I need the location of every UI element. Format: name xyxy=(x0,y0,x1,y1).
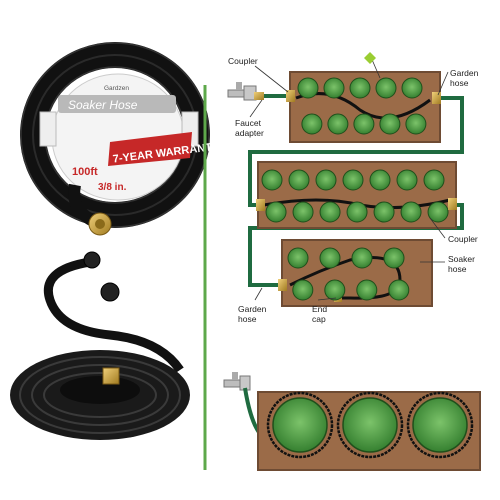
plant xyxy=(297,77,319,99)
label-coupler-top: Coupler xyxy=(228,56,258,66)
raised-bed-bottom xyxy=(257,391,481,471)
plant xyxy=(427,201,449,223)
plant xyxy=(292,201,314,223)
plant xyxy=(349,77,371,99)
plant xyxy=(400,201,422,223)
plant xyxy=(265,201,287,223)
plant xyxy=(396,169,418,191)
plant xyxy=(405,113,427,135)
coupler-5 xyxy=(278,279,287,291)
plant xyxy=(315,169,337,191)
coupler-1 xyxy=(286,90,295,102)
coupler-2 xyxy=(432,92,441,104)
plant xyxy=(351,247,373,269)
plant xyxy=(327,113,349,135)
plant xyxy=(319,247,341,269)
label-coupler-right: Coupler xyxy=(448,234,478,244)
plant xyxy=(301,113,323,135)
coupler-3 xyxy=(256,199,265,211)
plant xyxy=(379,113,401,135)
coupler-4 xyxy=(448,198,457,210)
plant xyxy=(324,279,346,301)
label-faucet-adapter-line1: Faucet xyxy=(235,118,262,128)
plant xyxy=(292,279,314,301)
coiled-hose-photo xyxy=(10,251,190,440)
label-faucet-adapter: Faucet adapter xyxy=(235,118,264,138)
plant xyxy=(346,201,368,223)
faucet-bottom xyxy=(223,372,251,391)
plant xyxy=(353,113,375,135)
plant xyxy=(369,169,391,191)
plant xyxy=(356,279,378,301)
label-faucet-adapter-line2: adapter xyxy=(235,128,264,138)
plant xyxy=(423,169,445,191)
plant xyxy=(323,77,345,99)
plant xyxy=(388,279,410,301)
plant xyxy=(287,247,309,269)
plant xyxy=(319,201,341,223)
plant xyxy=(288,169,310,191)
hose-reel-photo xyxy=(20,42,210,236)
plant xyxy=(373,201,395,223)
length-text: 100ft xyxy=(72,166,98,178)
garden-hose-1 xyxy=(248,96,464,207)
diameter-text: 3/8 in. xyxy=(98,182,127,193)
plant xyxy=(383,247,405,269)
plant xyxy=(261,169,283,191)
plant xyxy=(401,77,423,99)
product-title: Soaker Hose xyxy=(68,98,138,112)
faucet-top xyxy=(227,82,264,101)
plant xyxy=(375,77,397,99)
plant xyxy=(342,169,364,191)
brand-label: Gardzen xyxy=(104,85,129,92)
